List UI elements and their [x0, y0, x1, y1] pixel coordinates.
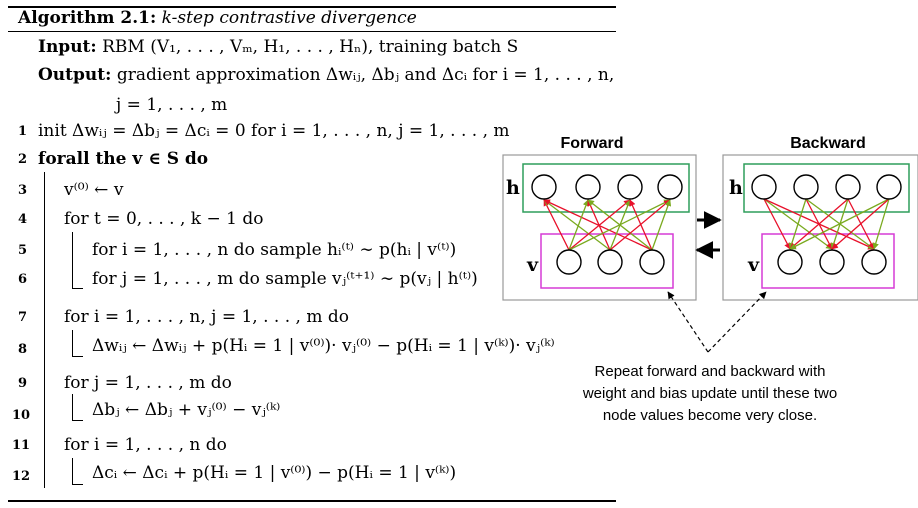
algo-line: forall the v ∈ S do	[38, 149, 209, 169]
hidden-node	[531, 174, 557, 200]
rbm-edge	[872, 198, 890, 250]
note-line-1: Repeat forward and backward with	[595, 363, 826, 380]
hidden-node	[793, 174, 819, 200]
line-number: 5	[18, 243, 28, 258]
line-number: 11	[12, 438, 31, 453]
algo-line: Δbⱼ ← Δbⱼ + vⱼ⁽⁰⁾ − vⱼ⁽ᵏ⁾	[92, 400, 281, 420]
rbm-edge	[543, 199, 570, 251]
forward-h-label: h	[506, 177, 520, 199]
algo-line: for j = 1, . . . , m do sample vⱼ⁽ᵗ⁺¹⁾ ∼…	[92, 269, 478, 289]
algo-line: Δwᵢⱼ ← Δwᵢⱼ + p(Hᵢ = 1 | v⁽⁰⁾)· vⱼ⁽⁰⁾ − …	[92, 336, 555, 356]
rbm-edge	[568, 199, 671, 251]
rbm-edge	[543, 199, 611, 251]
line-number: 10	[12, 408, 31, 423]
backward-edges	[763, 198, 890, 250]
rbm-edge	[763, 198, 791, 250]
output-keyword: Output:	[38, 65, 112, 85]
line-number: 7	[18, 310, 28, 325]
forward-v-label: v	[526, 254, 539, 276]
algo-line: for i = 1, . . . , n do	[64, 435, 227, 455]
algo-line: v⁽⁰⁾ ← v	[64, 180, 124, 200]
for-i2-block-hook	[72, 458, 83, 485]
algo-line: for t = 0, . . . , k − 1 do	[64, 209, 264, 229]
backward-label: Backward	[790, 135, 866, 152]
input-text: RBM (V₁, . . . , Vₘ, H₁, . . . , Hₙ), tr…	[102, 37, 519, 57]
title-rule	[8, 31, 616, 32]
for-t-block-hook	[72, 232, 83, 289]
backward-hidden-box	[743, 163, 910, 213]
rbm-edge	[543, 199, 653, 251]
bottom-rule	[8, 500, 616, 502]
output-line-2: j = 1, . . . , m	[116, 95, 227, 115]
rbm-edge	[789, 198, 890, 250]
line-number: 6	[18, 272, 28, 287]
rbm-edge	[831, 198, 890, 250]
dashed-pointer-right	[707, 291, 767, 353]
top-rule	[8, 6, 616, 8]
hidden-node	[835, 174, 861, 200]
line-number: 4	[18, 212, 28, 227]
rbm-edge	[568, 199, 589, 251]
rbm-edge	[788, 198, 807, 250]
visible-node	[819, 249, 845, 275]
hidden-node	[617, 174, 643, 200]
algorithm-title: Algorithm 2.1: k-step contrastive diverg…	[18, 8, 417, 28]
hidden-node	[575, 174, 601, 200]
rbm-edge	[651, 199, 672, 251]
hidden-node	[657, 174, 683, 200]
backward-visible-box	[761, 233, 895, 289]
algorithm-title-label: Algorithm 2.1:	[18, 8, 157, 28]
backward-panel	[722, 154, 918, 301]
output-text: gradient approximation Δwᵢⱼ, Δbⱼ and Δcᵢ…	[116, 65, 615, 85]
line-number: 12	[12, 469, 31, 484]
forward-label: Forward	[560, 135, 623, 152]
input-line: Input: RBM (V₁, . . . , Vₘ, H₁, . . . , …	[38, 37, 518, 57]
algo-line: Δcᵢ ← Δcᵢ + p(Hᵢ = 1 | v⁽⁰⁾) − p(Hᵢ = 1 …	[92, 463, 457, 483]
algo-line: init Δwᵢⱼ = Δbⱼ = Δcᵢ = 0 for i = 1, . .…	[38, 121, 510, 141]
backward-v-label: v	[747, 254, 760, 276]
algo-line: for i = 1, . . . , n, j = 1, . . . , m d…	[64, 307, 349, 327]
input-keyword: Input:	[38, 37, 97, 57]
line-number: 3	[18, 183, 28, 198]
algo-line: for j = 1, . . . , m do	[64, 373, 232, 393]
output-text-2: j = 1, . . . , m	[116, 95, 228, 115]
dashed-pointer-left	[667, 291, 709, 353]
visible-node	[556, 249, 582, 275]
forward-edges	[543, 199, 672, 251]
rbm-edge	[568, 199, 631, 251]
algorithm-title-text: k-step contrastive divergence	[161, 8, 417, 28]
rbm-edge	[609, 199, 671, 251]
forward-visible-box	[540, 233, 674, 289]
line-number: 1	[18, 124, 28, 139]
forward-hidden-box	[522, 163, 690, 213]
note-line-3: node values become very close.	[603, 407, 817, 424]
note-line-2: weight and bias update until these two	[582, 385, 837, 402]
line-number: 8	[18, 342, 28, 357]
algo-line: for i = 1, . . . , n do sample hᵢ⁽ᵗ⁾ ∼ p…	[92, 240, 457, 260]
hidden-node	[876, 174, 902, 200]
output-line: Output: gradient approximation Δwᵢⱼ, Δbⱼ…	[38, 65, 614, 85]
visible-node	[861, 249, 887, 275]
visible-node	[777, 249, 803, 275]
forall-block-bar	[44, 172, 45, 488]
line-number: 9	[18, 376, 28, 391]
forward-panel	[502, 154, 697, 301]
for-i-block-hook	[72, 330, 83, 357]
backward-h-label: h	[729, 177, 743, 199]
visible-node	[639, 249, 665, 275]
hidden-node	[751, 174, 777, 200]
backward-nodes	[751, 174, 902, 275]
rbm-edge	[789, 198, 849, 250]
visible-node	[597, 249, 623, 275]
for-j-block-hook	[72, 394, 83, 421]
forward-nodes	[531, 174, 683, 275]
line-number: 2	[18, 152, 28, 167]
